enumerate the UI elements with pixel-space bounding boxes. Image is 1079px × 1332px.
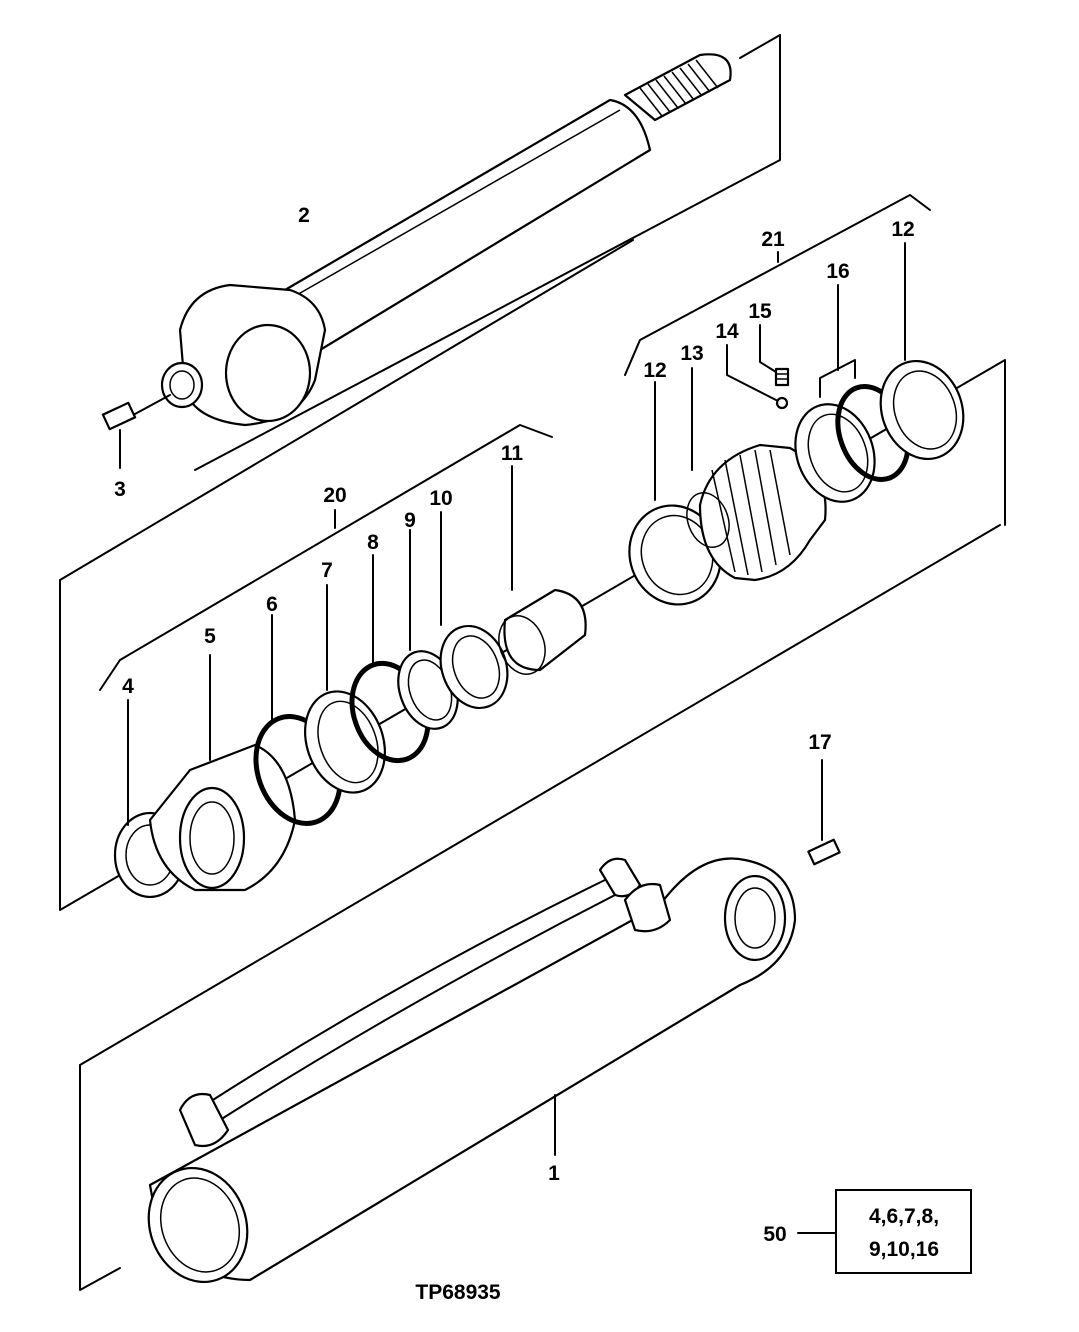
- callout-11: 11: [501, 442, 524, 465]
- callout-8: 8: [367, 531, 379, 554]
- wiper-10: [439, 511, 509, 710]
- callout-1: 1: [548, 1162, 560, 1185]
- figure-id: TP68935: [415, 1281, 501, 1304]
- seal-kit-box: [797, 1189, 972, 1274]
- cylinder-barrel: [147, 857, 797, 1284]
- callout-9: 9: [404, 509, 416, 532]
- check-ball-14: [726, 344, 789, 410]
- callout-10: 10: [429, 487, 452, 510]
- sleeve-11: [498, 465, 587, 675]
- callout-16: 16: [826, 260, 849, 283]
- callout-14: 14: [715, 320, 739, 343]
- callout-21: 21: [761, 228, 785, 251]
- callout-6: 6: [266, 593, 278, 616]
- backup-ring-7: [304, 584, 386, 794]
- callout-labels: 1 2 3 4 5 6 7 8 9 10 11 12 12 13 14 15 1…: [114, 204, 915, 1246]
- piston-seal-16: [794, 284, 911, 503]
- piston-13: [686, 367, 827, 582]
- barrel-group-bracket: [79, 524, 1001, 1291]
- callout-7: 7: [321, 559, 333, 582]
- callout-2: 2: [298, 204, 310, 227]
- callout-50: 50: [763, 1223, 786, 1246]
- kit-line-1: 4,6,7,8,: [869, 1205, 939, 1228]
- callout-15: 15: [748, 300, 772, 323]
- callout-12-left: 12: [643, 359, 666, 382]
- piston-rod: [160, 53, 732, 427]
- grease-fitting-barrel: [807, 759, 841, 866]
- kit-line-2: 9,10,16: [869, 1238, 939, 1261]
- callout-4: 4: [122, 675, 134, 698]
- rod-group-bracket: [194, 34, 781, 471]
- callout-12-right: 12: [891, 218, 914, 241]
- piston-group-bracket: [624, 194, 931, 376]
- kit-contents: 4,6,7,8, 9,10,16: [869, 1205, 939, 1261]
- wear-ring-12-right: [879, 242, 965, 461]
- callout-5: 5: [204, 625, 216, 648]
- set-screw-15: [759, 324, 790, 387]
- rod-guide-5: [148, 654, 297, 892]
- callout-13: 13: [680, 342, 703, 365]
- callout-17: 17: [808, 731, 831, 754]
- callout-3: 3: [114, 478, 126, 501]
- grease-fitting-upper: [101, 394, 171, 469]
- callout-20: 20: [323, 484, 346, 507]
